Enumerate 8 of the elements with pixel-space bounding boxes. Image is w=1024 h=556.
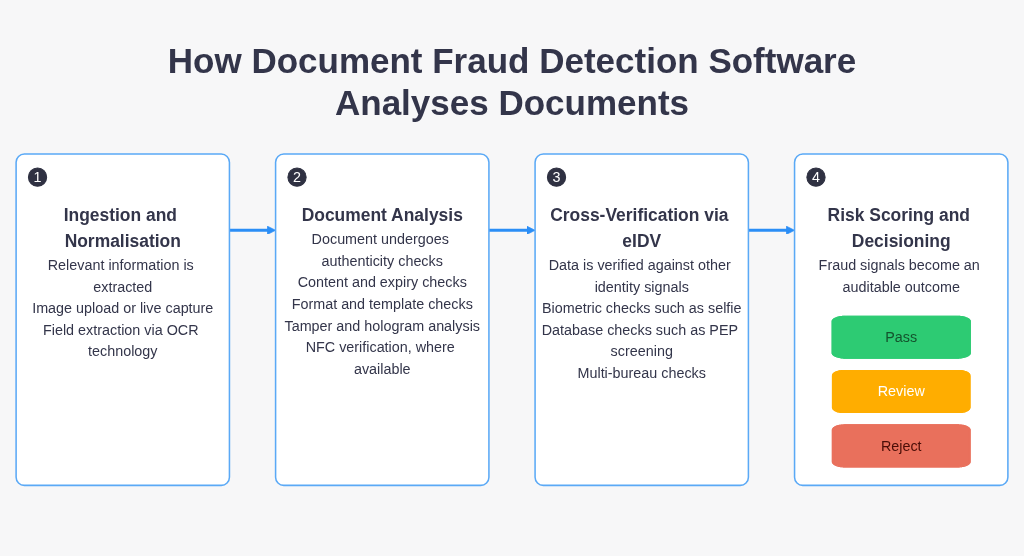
node-circle: 3: [546, 167, 567, 187]
arrow: [229, 225, 276, 235]
arrow: [748, 225, 795, 235]
arrow: [488, 225, 536, 235]
node-circle: 1: [27, 167, 48, 187]
node-circle: 2: [287, 167, 307, 187]
node-circle: 4: [806, 167, 826, 187]
title: How Document Fraud Detection Software Analyses Documents: [166, 40, 858, 124]
